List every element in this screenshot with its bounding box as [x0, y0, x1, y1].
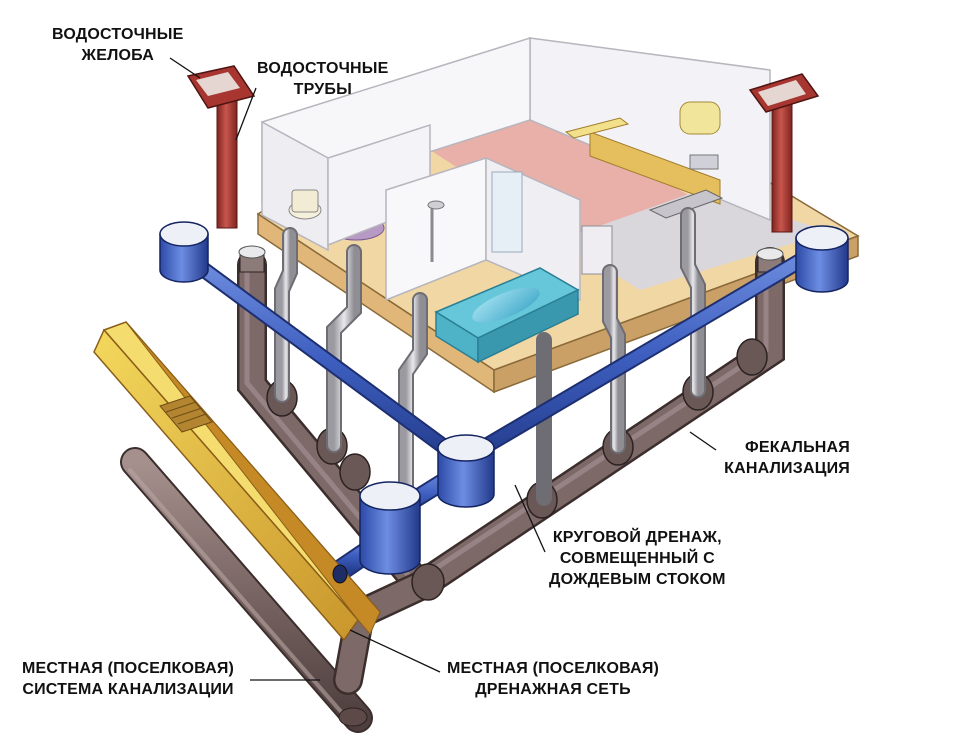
- house: [256, 36, 860, 394]
- channel-outlet: [332, 564, 348, 584]
- label-sewage: ФЕКАЛЬНАЯ КАНАЛИЗАЦИЯ: [724, 437, 850, 479]
- label-downpipes-line1: ВОДОСТОЧНЫЕ: [257, 60, 389, 77]
- label-sewage-line1: ФЕКАЛЬНАЯ: [745, 439, 850, 456]
- inspection-wells: [159, 221, 849, 575]
- leader-lines: [169, 57, 717, 681]
- label-drainage-line3: ДОЖДЕВЫМ СТОКОМ: [549, 571, 726, 588]
- well-front: [359, 481, 421, 575]
- downpipe-left: [186, 65, 256, 229]
- label-drainage-line1: КРУГОВОЙ ДРЕНАЖ,: [552, 529, 722, 546]
- toilet-tank: [291, 189, 319, 213]
- kitchen-sink: [648, 189, 724, 219]
- label-local-sewer-line2: СИСТЕМА КАНАЛИЗАЦИИ: [22, 681, 234, 698]
- label-downpipes-line2: ТРУБЫ: [293, 81, 352, 98]
- downpipe-right: [748, 73, 820, 233]
- shower-head: [427, 200, 445, 210]
- label-local-drain: МЕСТНАЯ (ПОСЕЛКОВАЯ) ДРЕНАЖНАЯ СЕТЬ: [447, 658, 659, 700]
- label-local-drain-line2: ДРЕНАЖНАЯ СЕТЬ: [475, 681, 631, 698]
- drainage-channel: [93, 321, 382, 642]
- label-local-drain-line1: МЕСТНАЯ (ПОСЕЛКОВАЯ): [447, 660, 660, 677]
- channel-grate: [159, 395, 213, 433]
- floor-kitchen: [430, 110, 690, 240]
- bread-box: [679, 101, 721, 135]
- stove: [689, 154, 719, 170]
- label-gutters-line1: ВОДОСТОЧНЫЕ: [52, 26, 184, 43]
- label-drainage: КРУГОВОЙ ДРЕНАЖ, СОВМЕЩЕННЫЙ С ДОЖДЕВЫМ …: [549, 527, 726, 590]
- label-sewage-line2: КАНАЛИЗАЦИЯ: [724, 460, 850, 477]
- label-local-sewer: МЕСТНАЯ (ПОСЕЛКОВАЯ) СИСТЕМА КАНАЛИЗАЦИИ: [22, 658, 234, 700]
- label-gutters-line2: ЖЕЛОБА: [81, 47, 154, 64]
- door-bath: [491, 171, 523, 253]
- well-right: [795, 225, 849, 293]
- label-drainage-line2: СОВМЕЩЕННЫЙ С: [559, 550, 715, 567]
- well-center: [437, 434, 495, 508]
- well-left: [159, 221, 209, 283]
- label-downpipes: ВОДОСТОЧНЫЕ ТРУБЫ: [257, 58, 389, 100]
- label-gutters: ВОДОСТОЧНЫЕ ЖЕЛОБА: [52, 24, 184, 66]
- kitchen-counter: [589, 131, 721, 205]
- label-local-sewer-line1: МЕСТНАЯ (ПОСЕЛКОВАЯ): [22, 660, 235, 677]
